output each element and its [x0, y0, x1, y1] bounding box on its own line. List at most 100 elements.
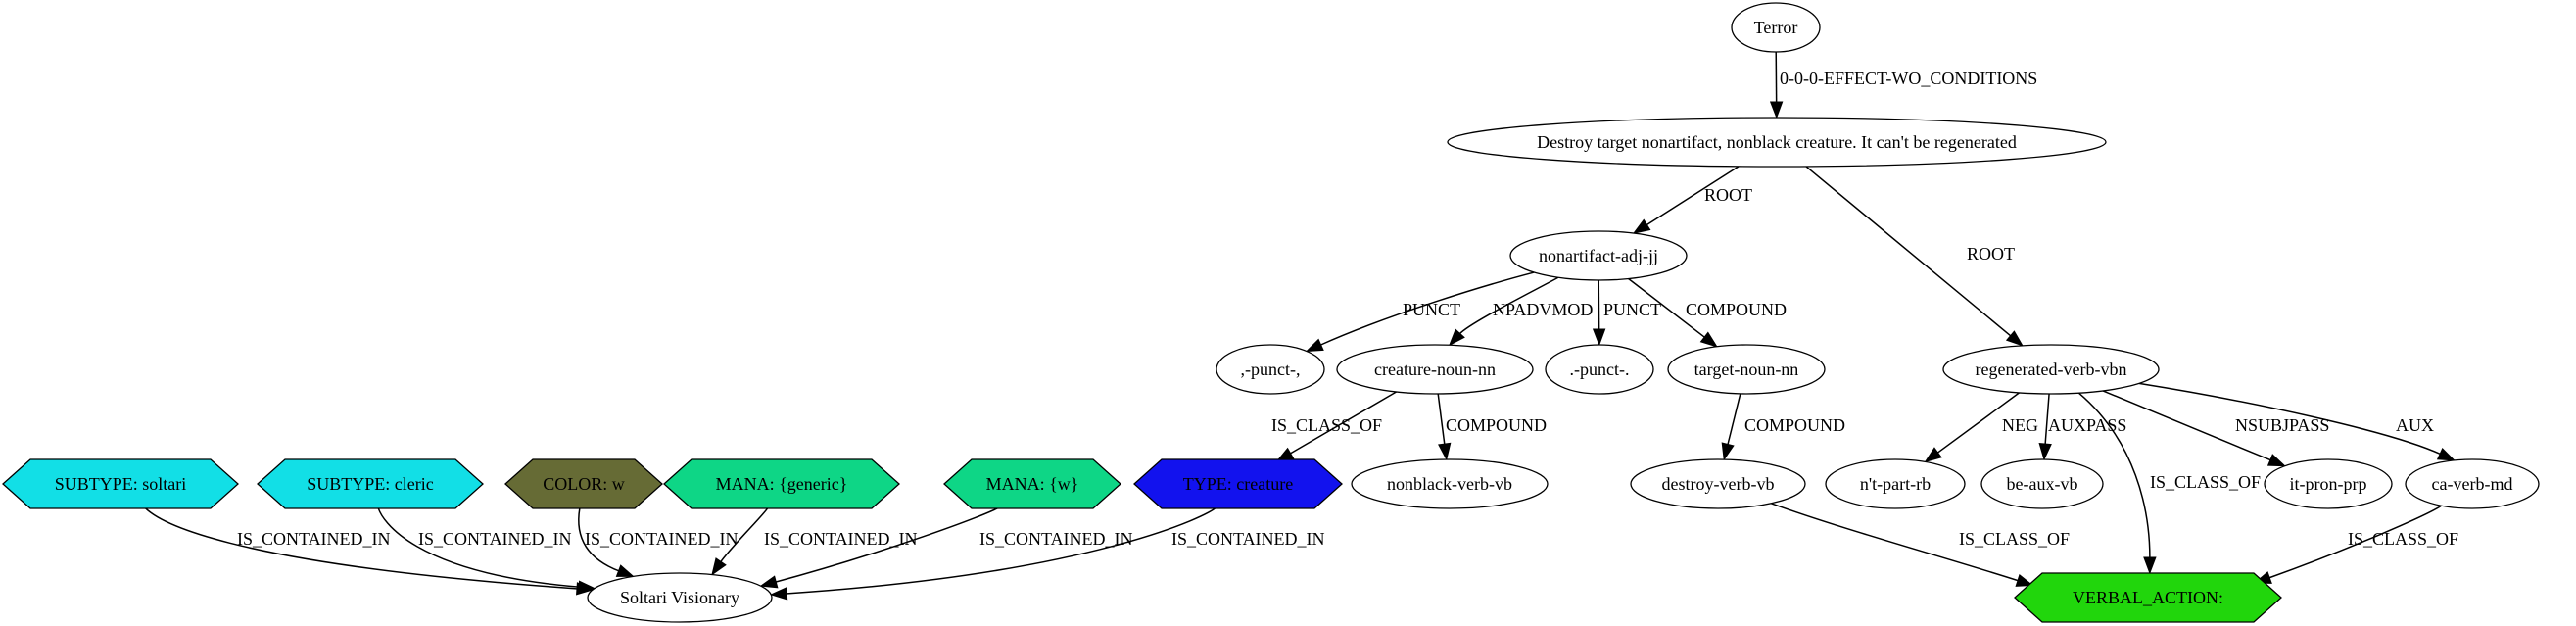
- node-color-w[interactable]: COLOR: w: [504, 458, 663, 509]
- edge-regenerated-to-be: AUXPASS: [2038, 393, 2126, 461]
- node-ellipse: [1731, 2, 1821, 53]
- node-label: target-noun-nn: [1694, 360, 1799, 379]
- edge-arrowhead: [1305, 338, 1324, 353]
- edge-ca-to-verbal_action: IS_CLASS_OF: [2253, 505, 2458, 584]
- edge-label: ROOT: [1967, 244, 2015, 264]
- node-label: nonartifact-adj-jj: [1539, 246, 1658, 265]
- edge-arrowhead: [1632, 218, 1651, 234]
- edge-label: NSUBJPASS: [2235, 415, 2329, 435]
- node-verbal-action[interactable]: VERBAL_ACTION:: [2014, 572, 2282, 623]
- node-mana-w[interactable]: MANA: {w}: [943, 458, 1121, 509]
- node-terror[interactable]: Terror: [1731, 2, 1821, 53]
- edge-label: IS_CONTAINED_IN: [979, 529, 1133, 549]
- edge-nonartifact-to-punct1: PUNCT: [1305, 271, 1535, 353]
- node-label: SUBTYPE: soltari: [55, 474, 187, 494]
- node-mana-generic[interactable]: MANA: {generic}: [663, 458, 900, 509]
- node-it[interactable]: it-pron-prp: [2264, 458, 2393, 509]
- node-soltari-visionary[interactable]: Soltari Visionary: [587, 572, 773, 623]
- edge-label: AUXPASS: [2048, 415, 2126, 435]
- edge-regenerated-to-verbal_action: IS_CLASS_OF: [2077, 392, 2261, 575]
- edge-label: COMPOUND: [1686, 300, 1787, 319]
- node-ellipse: [1336, 344, 1534, 395]
- edge-destroy_sent-to-regenerated: ROOT: [1805, 166, 2024, 347]
- node-nt[interactable]: n't-part-rb: [1825, 458, 1966, 509]
- edge-arrowhead: [1448, 328, 1465, 347]
- node-hexagon: [1133, 458, 1343, 509]
- node-ellipse: [587, 572, 773, 623]
- edge-sub_cleric-to-soltari_visionary: IS_CONTAINED_IN: [377, 507, 596, 594]
- edge-label: NPADVMOD: [1493, 300, 1593, 319]
- node-sub-soltari[interactable]: SUBTYPE: soltari: [2, 458, 239, 509]
- edge-line: [1771, 503, 2020, 582]
- edge-line: [719, 507, 769, 563]
- edge-arrowhead: [2015, 574, 2034, 587]
- node-label: regenerated-verb-vbn: [1976, 360, 2127, 379]
- node-sub-cleric[interactable]: SUBTYPE: cleric: [257, 458, 484, 509]
- node-label: TYPE: creature: [1183, 474, 1293, 494]
- node-hexagon: [663, 458, 900, 509]
- node-punct1[interactable]: ,-punct-,: [1216, 344, 1325, 395]
- edge-line: [1437, 393, 1446, 446]
- edge-target-to-destroy_vb: COMPOUND: [1721, 393, 1845, 461]
- node-nonartifact[interactable]: nonartifact-adj-jj: [1509, 230, 1688, 281]
- node-hexagon: [257, 458, 484, 509]
- node-nonblack[interactable]: nonblack-verb-vb: [1351, 458, 1549, 509]
- edge-arrowhead: [2436, 447, 2456, 461]
- edge-label: IS_CONTAINED_IN: [1171, 529, 1325, 549]
- edge-label: PUNCT: [1603, 300, 1661, 319]
- node-target[interactable]: target-noun-nn: [1667, 344, 1826, 395]
- node-ellipse: [1447, 117, 2107, 168]
- edge-nonartifact-to-target: COMPOUND: [1628, 277, 1787, 348]
- edge-creature-to-nonblack: COMPOUND: [1437, 393, 1547, 461]
- edge-label: IS_CONTAINED_IN: [418, 529, 572, 549]
- edge-label: IS_CONTAINED_IN: [585, 529, 739, 549]
- edge-line: [578, 507, 620, 572]
- edge-line: [1727, 393, 1741, 446]
- edge-label: NEG: [2002, 415, 2038, 435]
- edge-destroy_vb-to-verbal_action: IS_CLASS_OF: [1771, 503, 2070, 587]
- node-ellipse: [1630, 458, 1806, 509]
- node-destroy-sent[interactable]: Destroy target nonartifact, nonblack cre…: [1447, 117, 2107, 168]
- node-type-creature[interactable]: TYPE: creature: [1133, 458, 1343, 509]
- edge-sub_soltari-to-soltari_visionary: IS_CONTAINED_IN: [144, 506, 595, 596]
- node-label: Destroy target nonartifact, nonblack cre…: [1537, 132, 2017, 152]
- node-ellipse: [1351, 458, 1549, 509]
- edge-type_creature-to-soltari_visionary: IS_CONTAINED_IN: [769, 506, 1325, 601]
- edge-mana_generic-to-soltari_visionary: IS_CONTAINED_IN: [711, 507, 918, 576]
- edge-line: [144, 506, 579, 590]
- edge-line: [1458, 276, 1559, 335]
- node-ellipse: [2405, 458, 2540, 509]
- node-ca[interactable]: ca-verb-md: [2405, 458, 2540, 509]
- edge-arrowhead: [2005, 330, 2024, 347]
- node-punct2[interactable]: .-punct-.: [1545, 344, 1654, 395]
- edge-arrowhead: [769, 587, 788, 601]
- edge-line: [775, 506, 1001, 583]
- node-ellipse: [2264, 458, 2393, 509]
- node-hexagon: [504, 458, 663, 509]
- edge-destroy_sent-to-nonartifact: ROOT: [1632, 166, 1752, 234]
- node-creature[interactable]: creature-noun-nn: [1336, 344, 1534, 395]
- edge-label: COMPOUND: [1744, 415, 1845, 435]
- edge-line: [1319, 271, 1535, 347]
- edge-arrowhead: [1769, 101, 1784, 120]
- edge-arrowhead: [1592, 328, 1606, 347]
- edge-line: [1936, 392, 2020, 455]
- edge-line: [2267, 505, 2442, 579]
- edge-line: [1805, 166, 2012, 337]
- edge-arrowhead: [615, 564, 635, 577]
- edge-regenerated-to-nt: NEG: [1924, 392, 2038, 463]
- node-destroy-vb[interactable]: destroy-verb-vb: [1630, 458, 1806, 509]
- node-be[interactable]: be-aux-vb: [1980, 458, 2104, 509]
- edge-arrowhead: [1438, 442, 1452, 461]
- edge-label: COMPOUND: [1446, 415, 1547, 435]
- node-label: it-pron-prp: [2290, 474, 2367, 494]
- node-hexagon: [2, 458, 239, 509]
- node-label: VERBAL_ACTION:: [2073, 588, 2223, 607]
- edge-line: [1289, 391, 1397, 455]
- edge-color_w-to-soltari_visionary: IS_CONTAINED_IN: [578, 507, 739, 577]
- node-regenerated[interactable]: regenerated-verb-vbn: [1942, 344, 2160, 395]
- node-hexagon: [2014, 572, 2282, 623]
- edge-line: [2044, 393, 2050, 446]
